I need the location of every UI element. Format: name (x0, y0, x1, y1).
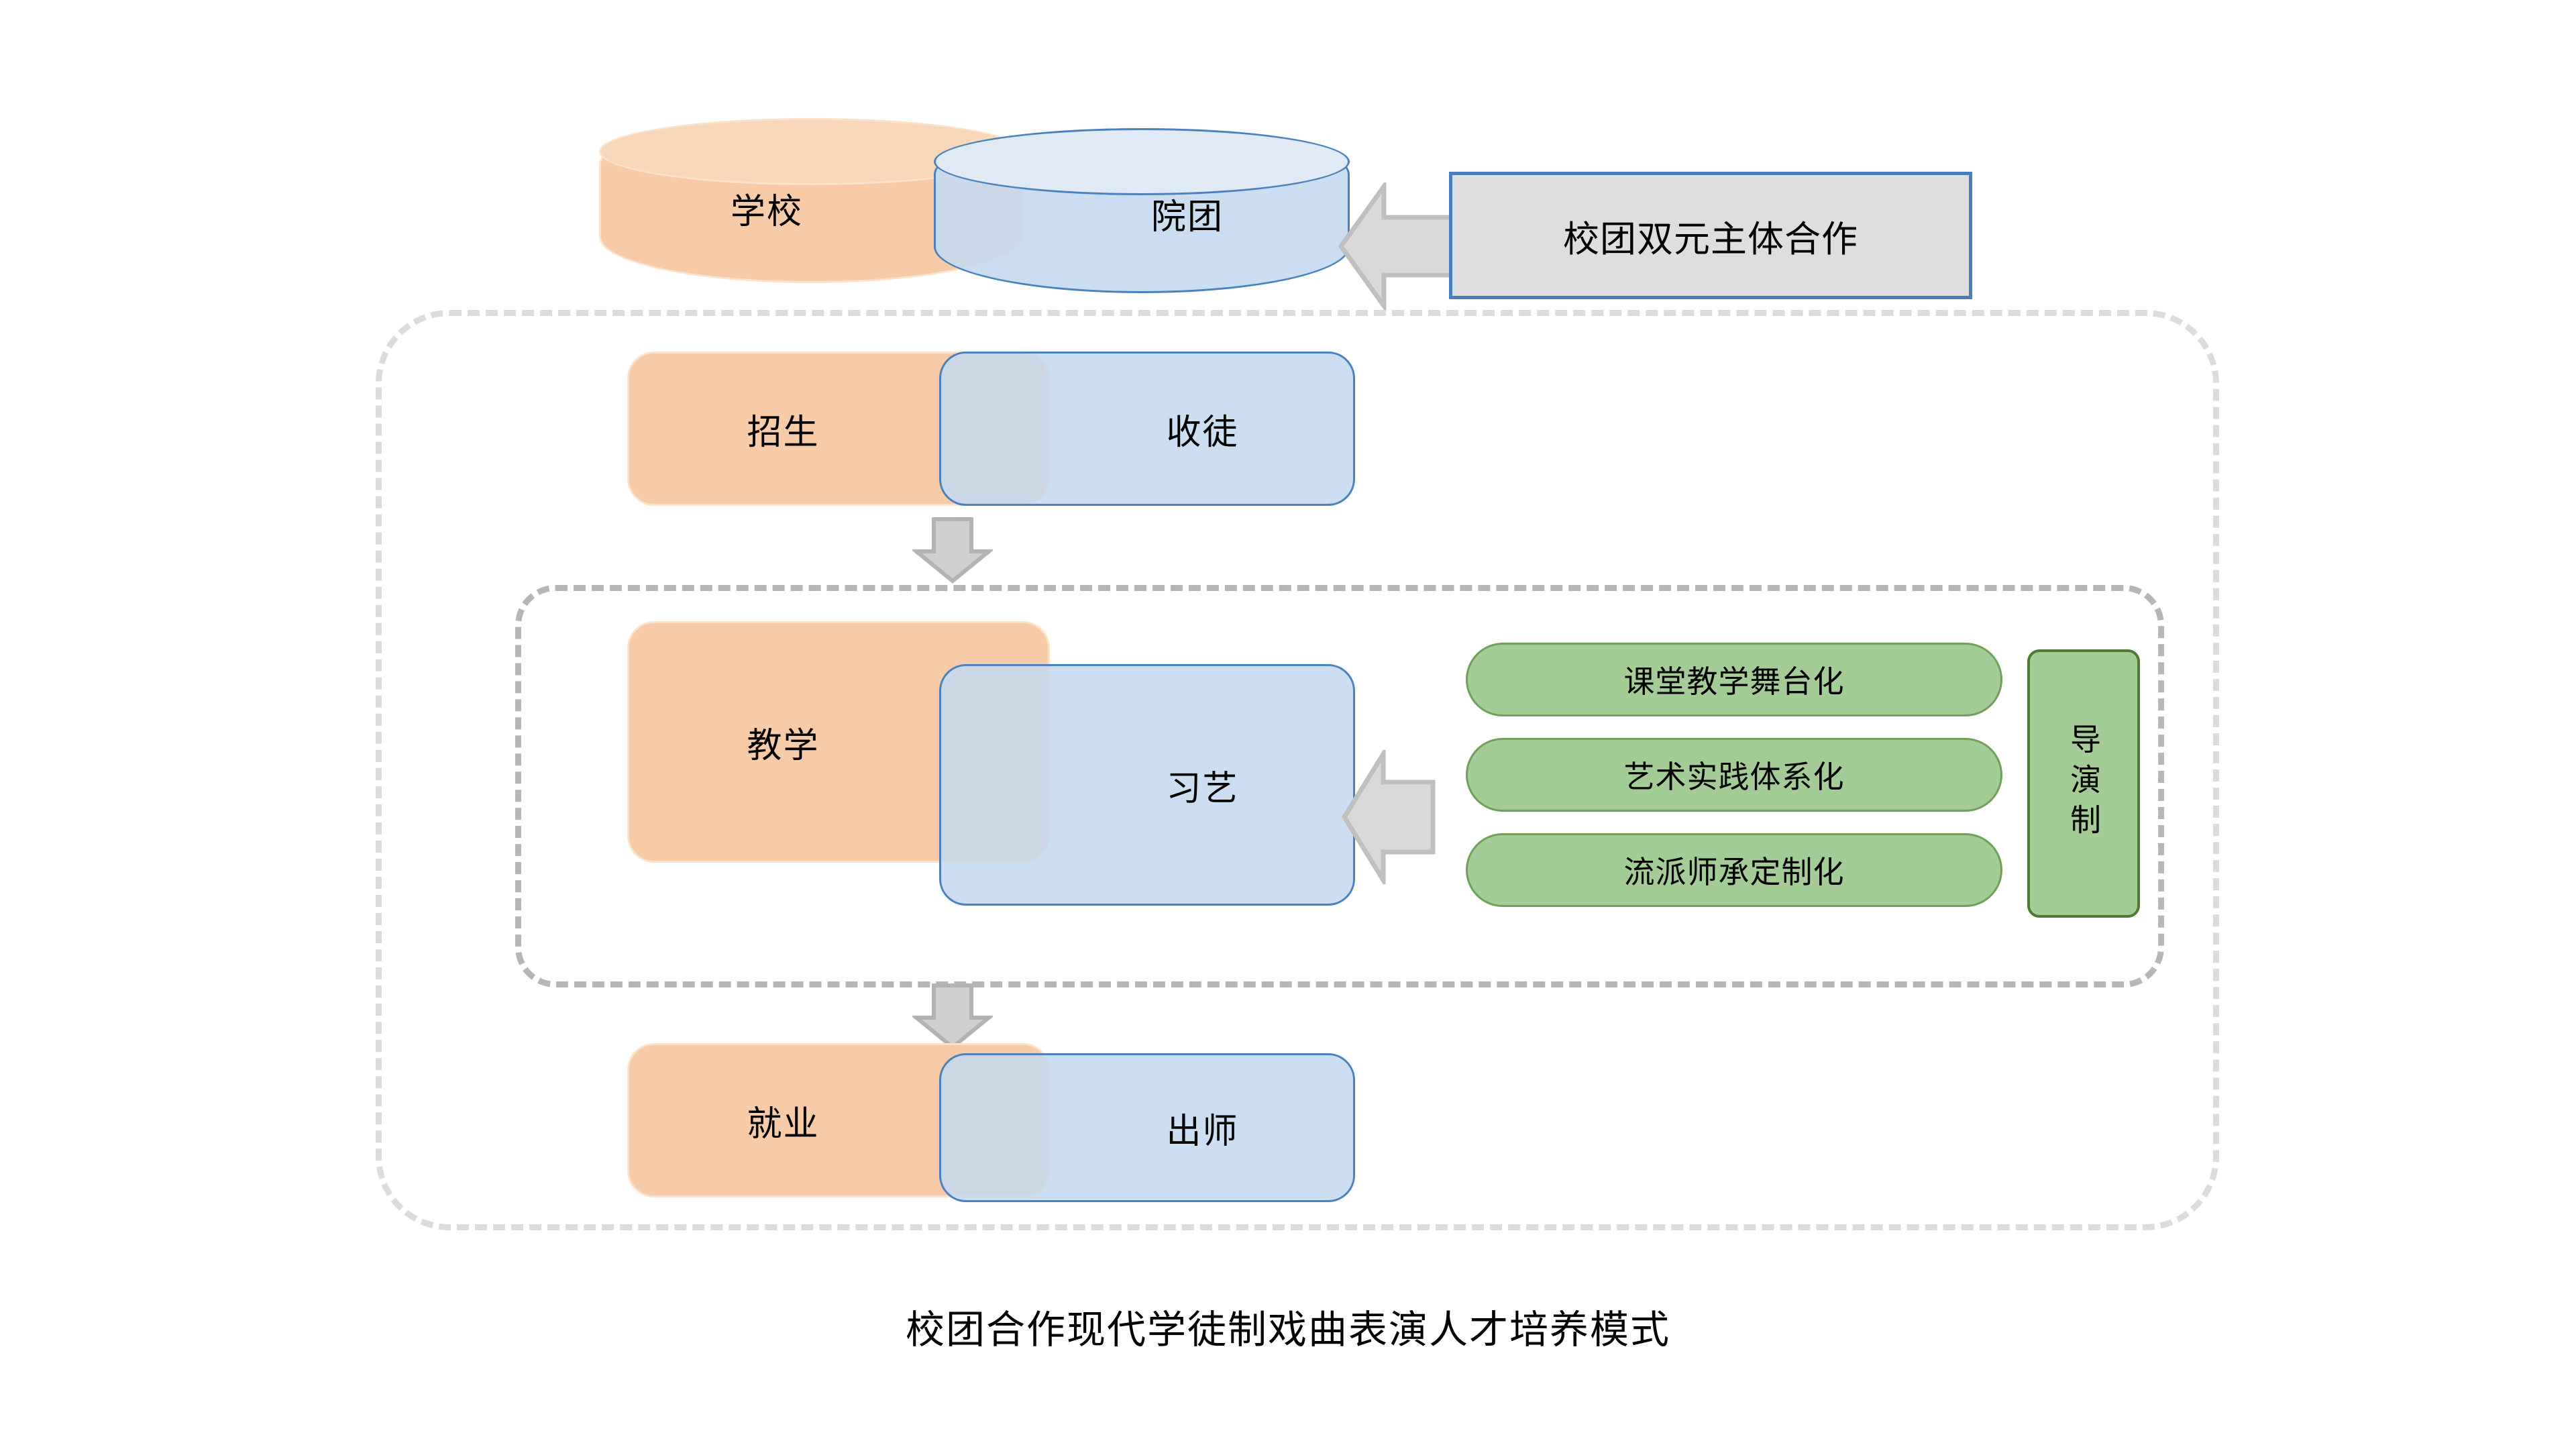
row-recruit-right-box (939, 352, 1355, 506)
method-pill-2: 艺术实践体系化 (1466, 738, 2002, 812)
outer-dashed-container (376, 310, 2219, 1230)
inner-dashed-container (515, 585, 2164, 987)
row-employ-right-box (939, 1053, 1355, 1202)
cooperation-callout-box: 校团双元主体合作 (1449, 172, 1972, 299)
director-system-box: 导演制 (2027, 649, 2140, 918)
diagram-caption: 校团合作现代学徒制戏曲表演人才培养模式 (905, 1308, 1670, 1352)
method-pill-1: 课堂教学舞台化 (1466, 643, 2002, 716)
row-teach-right-box (939, 664, 1355, 906)
method-pill-3: 流派师承定制化 (1466, 833, 2002, 907)
troupe-cylinder-cap (934, 128, 1350, 195)
